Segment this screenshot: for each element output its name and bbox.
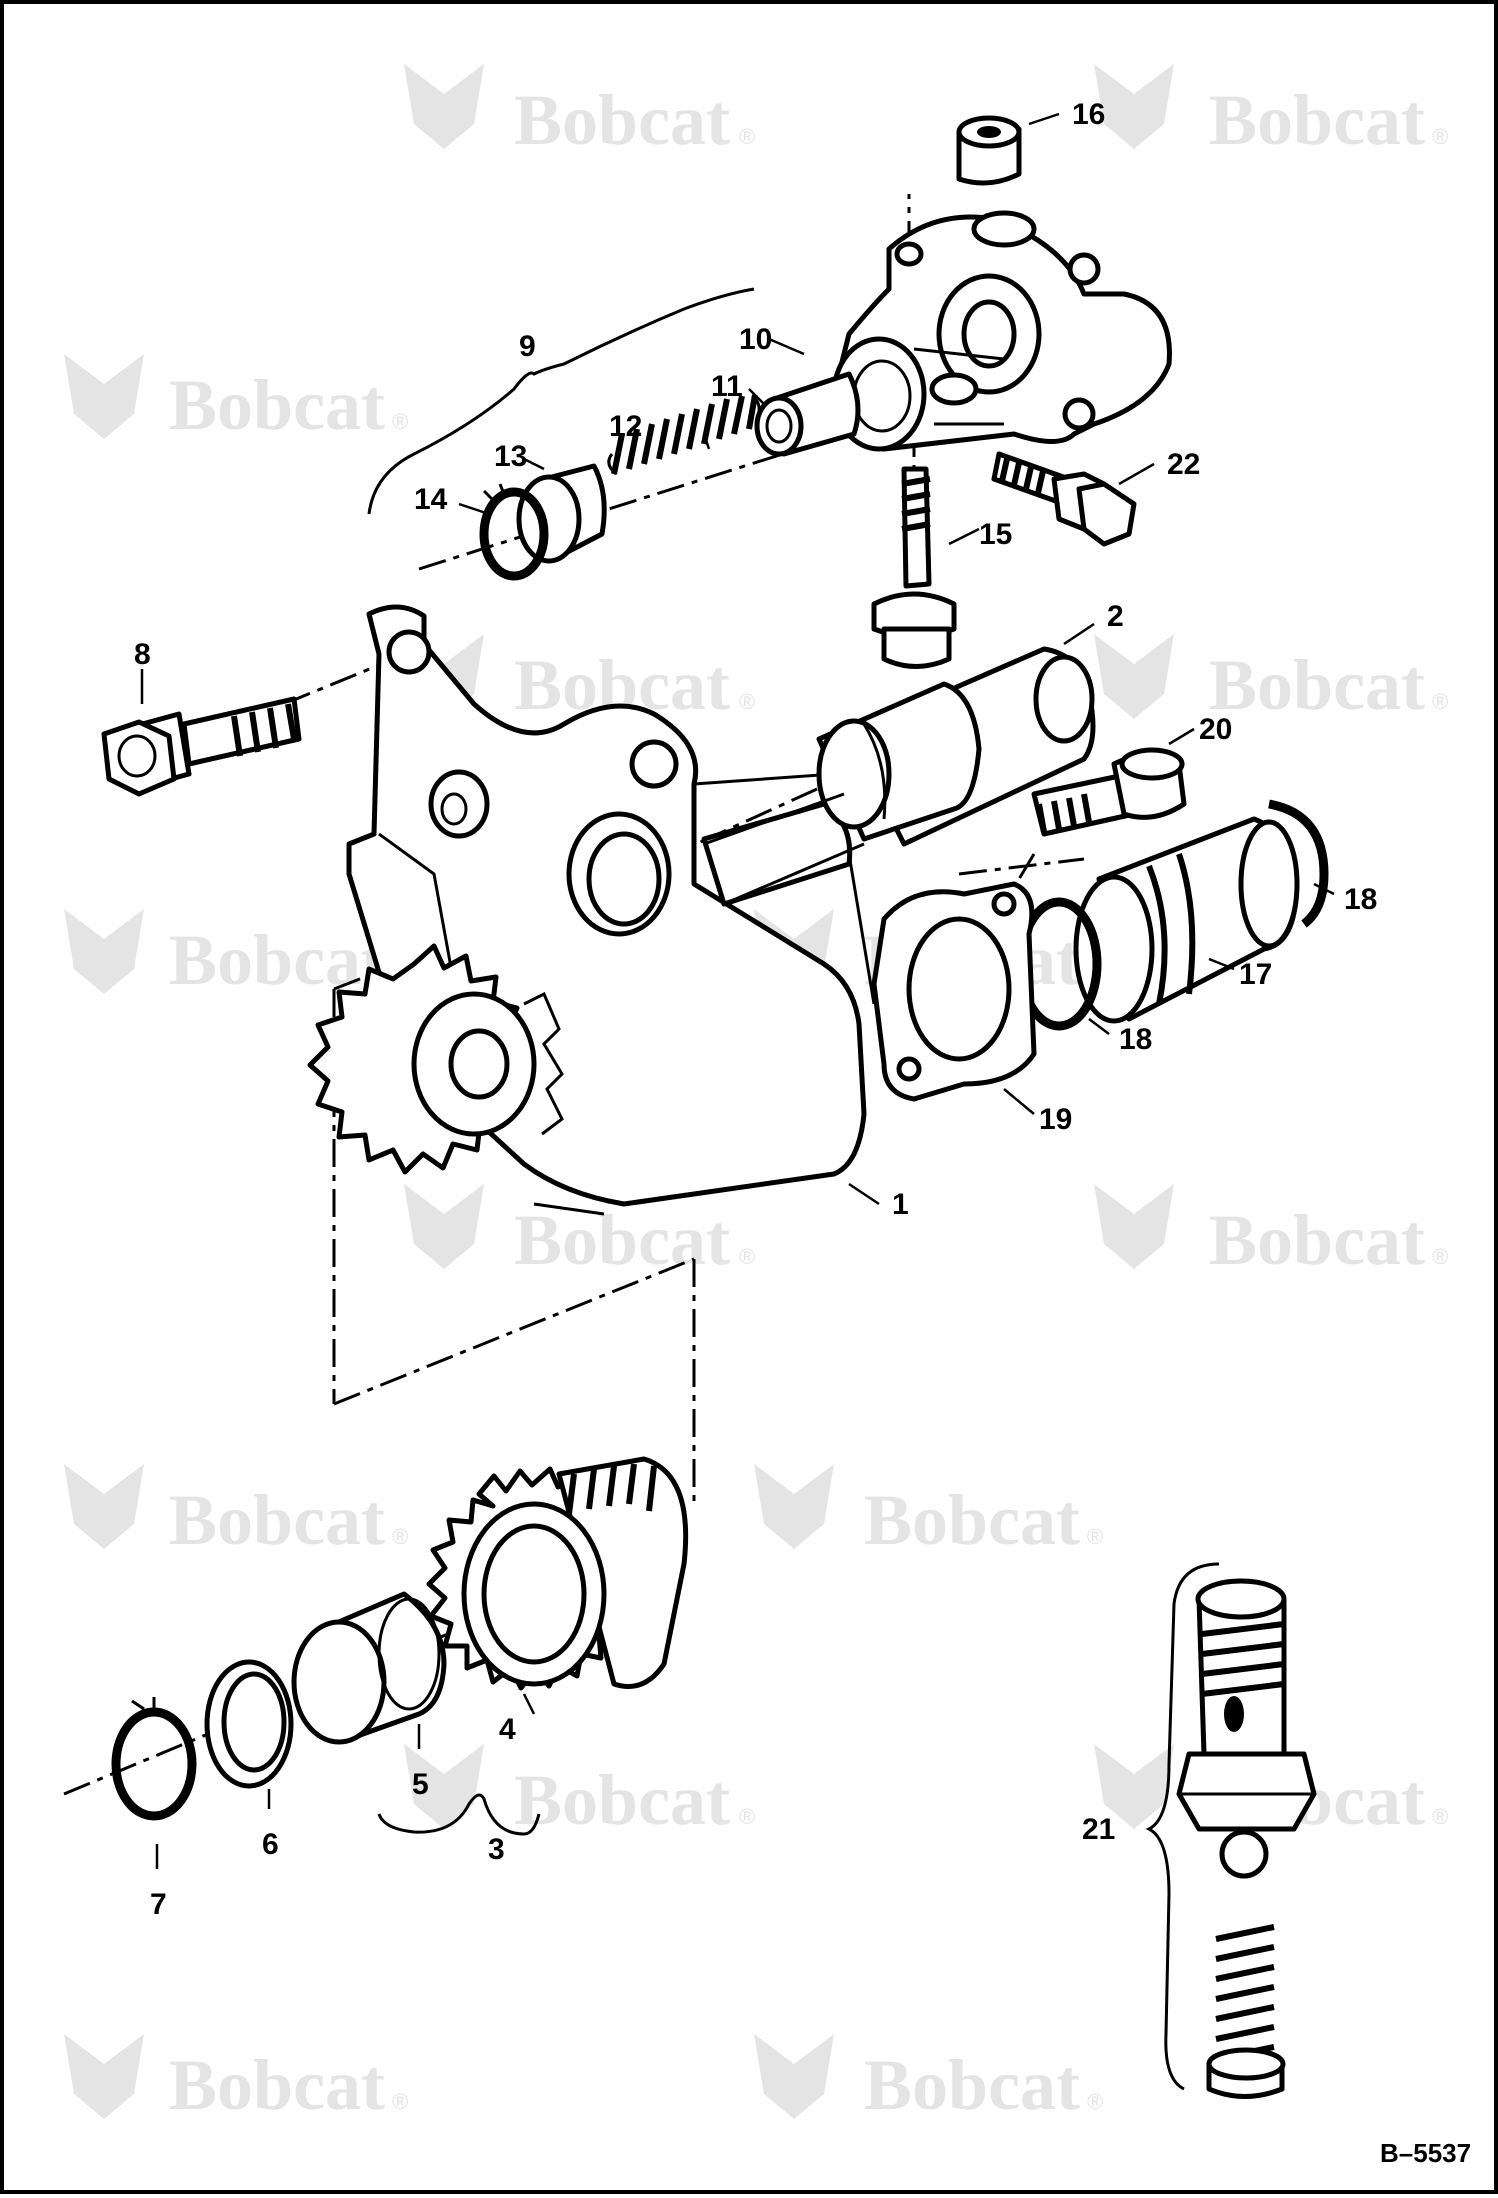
o-ring-part-18-right	[1268, 799, 1329, 928]
watermark-text: Bobcat	[514, 1760, 730, 1840]
oil-pump-exploded-view: Bobcat ® Bobcat ® Bobcat ® Bobcat ® Bobc…	[63, 64, 1471, 2168]
callout-12: 12	[609, 410, 642, 443]
watermark-text: Bobcat	[169, 2045, 385, 2125]
brace-group-9	[367, 287, 755, 515]
watermark-mark: ®	[1432, 124, 1448, 149]
watermark-logo-icon	[404, 1744, 484, 1829]
valve-housing-part-10	[831, 210, 1172, 452]
document-code: B–5537	[1380, 2138, 1471, 2168]
brace-group-3	[377, 1793, 541, 1836]
watermark-mark: ®	[1432, 689, 1448, 714]
callout-16: 16	[1072, 98, 1105, 131]
callout-11: 11	[711, 370, 743, 403]
watermark-mark: ®	[739, 1804, 755, 1829]
watermark-logo-icon	[64, 909, 144, 994]
cylinder-part-17	[1073, 816, 1300, 1024]
watermark-text: Bobcat	[864, 2045, 1080, 2125]
spring-part-12	[607, 394, 761, 476]
watermark-logo-icon	[404, 1184, 484, 1269]
watermark-logo-icon	[1094, 634, 1174, 719]
watermark-mark: ®	[1087, 2089, 1103, 2114]
callout-labels: 1 2 3 4 5 6 7 8 9 10 11 12 13 14 15 16 1…	[134, 98, 1377, 1921]
bushing-part-5	[291, 1591, 447, 1745]
relief-valve-part-21	[1176, 1578, 1317, 2099]
watermark-mark: ®	[392, 2089, 408, 2114]
snap-ring-part-7	[111, 1697, 197, 1821]
callout-5: 5	[412, 1768, 429, 1801]
watermark-logo-icon	[754, 2034, 834, 2119]
callout-9: 9	[519, 330, 536, 363]
watermark-text: Bobcat	[169, 920, 385, 1000]
callout-6: 6	[262, 1828, 279, 1861]
cap-part-16	[956, 115, 1022, 186]
watermark-text: Bobcat	[169, 365, 385, 445]
watermark-mark: ®	[739, 1244, 755, 1269]
watermark-logo-icon	[754, 1464, 834, 1549]
watermark-mark: ®	[392, 409, 408, 434]
snap-ring-part-14	[479, 483, 549, 581]
bolt-part-22	[991, 451, 1137, 547]
watermark-mark: ®	[1432, 1804, 1448, 1829]
watermark-mark: ®	[1432, 1244, 1448, 1269]
piston-part-11	[754, 371, 861, 457]
callout-22: 22	[1167, 448, 1200, 481]
callout-19: 19	[1039, 1103, 1072, 1136]
watermark-text: Bobcat	[514, 80, 730, 160]
watermark-text: Bobcat	[514, 1200, 730, 1280]
callout-18-left: 18	[1119, 1023, 1152, 1056]
watermark-logo-icon	[64, 354, 144, 439]
watermark-text: Bobcat	[169, 1480, 385, 1560]
brace-group-21	[1145, 1562, 1220, 2091]
bolt-part-15	[871, 466, 957, 669]
watermark-logo-icon	[1094, 64, 1174, 149]
callout-7: 7	[150, 1888, 167, 1921]
callout-21: 21	[1082, 1813, 1115, 1846]
callout-17: 17	[1239, 958, 1272, 991]
pump-body-part-1	[307, 604, 876, 1216]
callout-1: 1	[892, 1188, 909, 1221]
gasket-part-19	[871, 881, 1037, 1102]
callout-10: 10	[739, 323, 772, 356]
plug-part-13	[516, 463, 607, 564]
watermark-mark: ®	[739, 689, 755, 714]
watermark-logo-icon	[1094, 1744, 1174, 1829]
watermark-text: Bobcat	[864, 1480, 1080, 1560]
shaft-part-2	[703, 646, 1096, 906]
watermark-mark: ®	[1087, 1524, 1103, 1549]
watermark-text: Bobcat	[1209, 1200, 1425, 1280]
bolt-part-8	[101, 696, 302, 797]
leader-lines	[140, 112, 1335, 1869]
watermark-mark: ®	[392, 1524, 408, 1549]
bolt-part-20	[1031, 747, 1187, 837]
callout-8: 8	[134, 638, 151, 671]
callout-3: 3	[488, 1833, 505, 1866]
callout-13: 13	[494, 440, 527, 473]
watermark-logo-icon	[404, 64, 484, 149]
watermark-logo-icon	[1094, 1184, 1174, 1269]
gear-part-4	[426, 1456, 689, 1691]
callout-2: 2	[1107, 600, 1124, 633]
watermark-text: Bobcat	[1209, 80, 1425, 160]
callout-4: 4	[499, 1713, 516, 1746]
watermark-mark: ®	[739, 124, 755, 149]
watermark-text: Bobcat	[1209, 645, 1425, 725]
callout-15: 15	[979, 518, 1012, 551]
washer-part-6	[204, 1659, 294, 1789]
callout-14: 14	[414, 483, 448, 516]
callout-20: 20	[1199, 713, 1232, 746]
callout-18-right: 18	[1344, 883, 1377, 916]
watermark-logo-icon	[64, 1464, 144, 1549]
watermark-layer: Bobcat ® Bobcat ® Bobcat ® Bobcat ® Bobc…	[64, 64, 1448, 2125]
watermark-logo-icon	[64, 2034, 144, 2119]
